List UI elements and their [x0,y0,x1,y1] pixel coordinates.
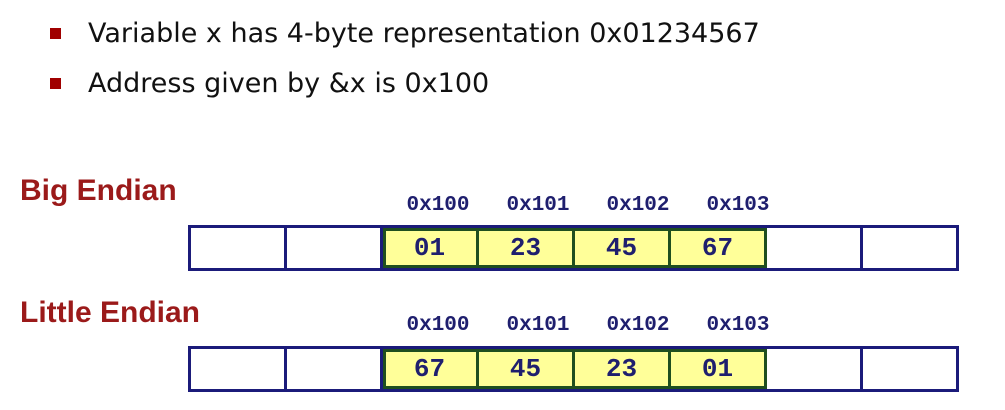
address-label: 0x101 [506,194,570,217]
address-label: 0x100 [406,314,470,337]
empty-memory-cell [863,228,959,268]
byte-cell: 01 [383,228,479,268]
square-bullet-icon [50,77,61,89]
byte-cell: 01 [671,349,767,389]
bullet-text: Variable x has 4-byte representation 0x0… [88,17,760,49]
empty-memory-cell [287,349,383,389]
address-label: 0x102 [606,314,670,337]
address-label: 0x100 [406,194,470,217]
bullet-item: Variable x has 4-byte representation 0x0… [50,8,760,58]
empty-memory-cell [767,349,863,389]
byte-cell: 67 [383,349,479,389]
bullet-list: Variable x has 4-byte representation 0x0… [50,8,760,108]
empty-memory-cell [191,228,287,268]
address-label: 0x103 [706,194,770,217]
empty-memory-cell [191,349,287,389]
bullet-item: Address given by &x is 0x100 [50,58,760,108]
address-label: 0x102 [606,194,670,217]
big-endian-title: Big Endian [20,174,177,207]
byte-cell: 23 [575,349,671,389]
byte-cell: 45 [479,349,575,389]
big-endian-address-row: 0x100 0x101 0x102 0x103 [388,194,788,217]
little-endian-title: Little Endian [20,296,200,329]
empty-memory-cell [767,228,863,268]
little-endian-memory-row: 67 45 23 01 [188,346,959,392]
empty-memory-cell [287,228,383,268]
address-label: 0x101 [506,314,570,337]
little-endian-address-row: 0x100 0x101 0x102 0x103 [388,314,788,337]
square-bullet-icon [50,27,61,39]
byte-cell: 45 [575,228,671,268]
little-endian-byte-group: 67 45 23 01 [383,349,767,389]
big-endian-byte-group: 01 23 45 67 [383,228,767,268]
big-endian-memory-row: 01 23 45 67 [188,225,959,271]
empty-memory-cell [863,349,959,389]
bullet-text: Address given by &x is 0x100 [88,67,490,99]
byte-cell: 67 [671,228,767,268]
byte-cell: 23 [479,228,575,268]
address-label: 0x103 [706,314,770,337]
